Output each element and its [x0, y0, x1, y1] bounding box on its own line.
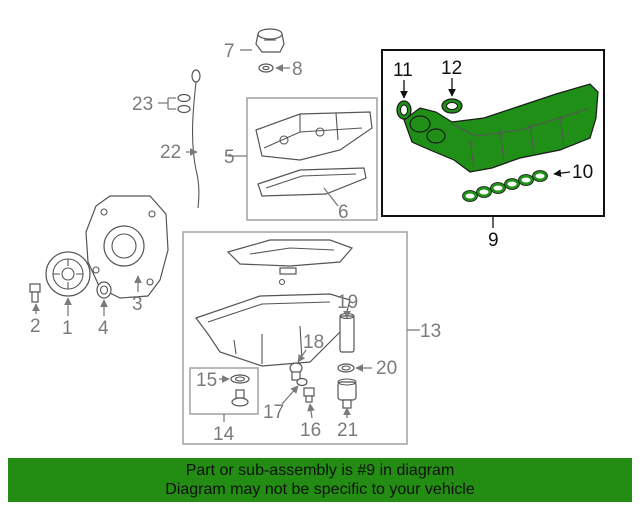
crankshaft-pulley[interactable] — [45, 251, 91, 297]
oil-filler-cap[interactable] — [255, 28, 285, 53]
pulley-bolt[interactable] — [29, 283, 41, 303]
front-crank-seal[interactable] — [96, 281, 112, 299]
callout-2: 2 — [30, 316, 41, 337]
callout-19: 19 — [337, 292, 358, 313]
valve-cover-group-box — [246, 97, 378, 221]
callout-14: 14 — [213, 424, 235, 445]
drain-plug[interactable] — [303, 387, 315, 403]
callout-13: 13 — [420, 321, 441, 342]
intake-manifold[interactable] — [403, 83, 599, 173]
valve-cover[interactable] — [255, 111, 373, 161]
callout-15: 15 — [196, 370, 217, 391]
oil-filter[interactable] — [339, 312, 355, 353]
callout-18: 18 — [303, 332, 324, 353]
callout-21: 21 — [337, 420, 358, 441]
footer-line-1: Part or sub-assembly is #9 in diagram — [185, 462, 455, 479]
callout-17: 17 — [263, 402, 284, 423]
oil-pan[interactable] — [195, 293, 351, 367]
callout-20: 20 — [376, 358, 397, 379]
oil-pump-screen-seal[interactable] — [230, 374, 250, 384]
valve-cover-gasket[interactable] — [257, 167, 367, 197]
callout-4: 4 — [98, 318, 109, 339]
drain-plug-washer[interactable] — [296, 377, 308, 387]
dipstick[interactable] — [191, 69, 201, 209]
oil-pan-group-box — [182, 231, 408, 445]
intake-seal[interactable] — [441, 98, 463, 114]
oil-filter-cap[interactable] — [337, 378, 357, 409]
dipstick-seal-upper[interactable] — [177, 93, 191, 103]
oil-pan-upper[interactable] — [226, 239, 354, 267]
info-footer: Part or sub-assembly is #9 in diagram Di… — [8, 458, 632, 502]
parts-diagram: 7 8 23 22 5 6 — [29, 28, 605, 445]
callout-22: 22 — [160, 142, 181, 163]
callout-6: 6 — [338, 202, 349, 223]
callout-3: 3 — [132, 294, 143, 315]
oil-pump-parts[interactable] — [278, 267, 297, 286]
callout-10: 10 — [572, 162, 593, 183]
intake-manifold-gasket[interactable] — [462, 170, 548, 202]
filler-cap-seal[interactable] — [258, 63, 274, 73]
callout-23: 23 — [132, 94, 153, 115]
dipstick-seal-lower[interactable] — [177, 104, 191, 114]
oil-pump-screen[interactable] — [231, 389, 249, 407]
callout-7: 7 — [224, 41, 235, 62]
callout-5: 5 — [224, 147, 235, 168]
throttle-body-seal[interactable] — [396, 100, 412, 120]
callout-12: 12 — [441, 58, 462, 79]
callout-16: 16 — [300, 420, 321, 441]
callout-11: 11 — [393, 60, 413, 81]
oil-pressure-sensor[interactable] — [289, 362, 303, 381]
callout-8: 8 — [292, 59, 303, 80]
oil-filter-seal[interactable] — [337, 363, 355, 373]
footer-line-2: Diagram may not be specific to your vehi… — [165, 481, 475, 498]
callout-9: 9 — [488, 230, 499, 251]
timing-cover[interactable] — [85, 195, 169, 299]
callout-1: 1 — [62, 318, 73, 339]
